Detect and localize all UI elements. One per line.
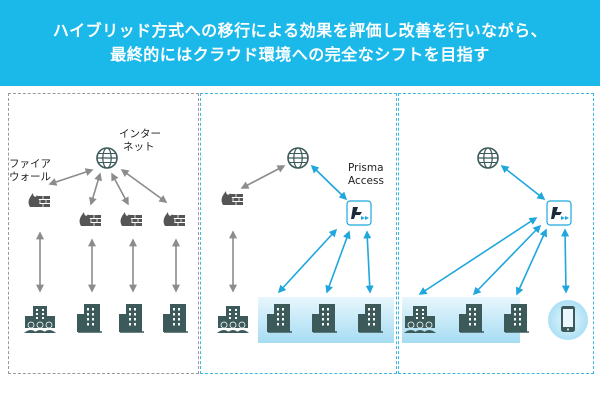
arrow-p3-branch2 [515, 228, 548, 296]
arrow-p2-branch3 [363, 230, 374, 294]
globe-icon [477, 147, 499, 169]
title-line-1: ハイブリッド方式への移行による効果を評価し改善を行いながら、 [52, 21, 548, 40]
arrow-p3-mobile [561, 228, 570, 294]
branch-building-icon [76, 303, 103, 333]
arrow-p2-internet-firewall [240, 165, 286, 189]
smartphone-icon [561, 306, 575, 332]
prisma-access-icon [546, 200, 572, 226]
arrow-p3-internet-prisma [500, 165, 546, 200]
firewall-icon [79, 211, 102, 227]
panel-on-premises [8, 93, 199, 374]
arrow-internet-firewall [48, 168, 94, 186]
arrow-p3-hq [418, 217, 538, 295]
prisma-access-label: Prisma Access [348, 162, 384, 187]
branch-building-icon [118, 303, 145, 333]
prisma-access-icon [346, 200, 372, 226]
globe-icon [96, 147, 118, 169]
panel-hybrid [200, 93, 397, 374]
panel-full-cloud [398, 93, 594, 374]
title-line-2: 最終的にはクラウド環境への完全なシフトを目指す [110, 45, 490, 64]
firewall-icon [221, 190, 244, 206]
firewall-label: ファイア ウォール [9, 158, 51, 183]
firewall-icon [163, 211, 186, 227]
arrow-p2-branch1 [277, 228, 338, 294]
arrow-p2-branch2 [325, 230, 351, 294]
arrow-internet-branch1 [89, 172, 102, 206]
branch-building-icon [162, 303, 189, 333]
arrow-p2-internet-prisma [310, 164, 348, 201]
arrow-internet-branch2 [111, 172, 129, 206]
firewall-icon [28, 192, 51, 208]
title-banner: ハイブリッド方式への移行による効果を評価し改善を行いながら、 最終的にはクラウド… [0, 0, 600, 86]
globe-icon [287, 147, 309, 169]
internet-label: インター ネット [119, 128, 161, 153]
firewall-icon [120, 211, 143, 227]
headquarters-building-icon [216, 305, 250, 334]
arrow-internet-branch3 [120, 169, 168, 203]
headquarters-building-icon [23, 305, 57, 334]
